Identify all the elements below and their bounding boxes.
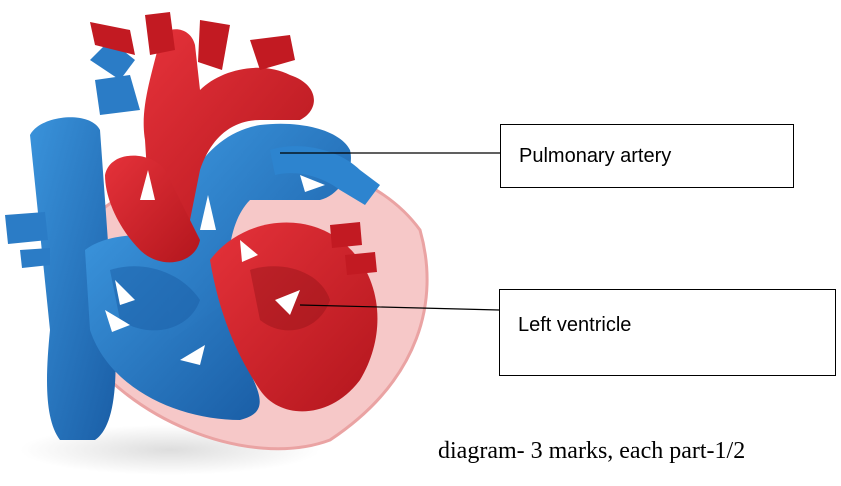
aorta-branch-2	[198, 20, 230, 70]
pulmonary-artery-label-box: Pulmonary artery	[500, 124, 794, 188]
pulmonary-vein-top-2	[95, 75, 140, 115]
pulmonary-vein-right	[330, 222, 362, 248]
marks-caption: diagram- 3 marks, each part-1/2	[438, 438, 841, 465]
pulmonary-vein-right-2	[345, 252, 377, 275]
left-ventricle-label: Left ventricle	[518, 314, 631, 337]
pulmonary-vein-left-2	[20, 248, 50, 268]
left-ventricle-label-box: Left ventricle	[499, 289, 836, 376]
pulmonary-vein-left	[5, 212, 48, 244]
aorta-branch-1	[145, 12, 175, 55]
aorta-branch-3	[250, 35, 295, 70]
pulmonary-artery-label: Pulmonary artery	[519, 145, 671, 168]
